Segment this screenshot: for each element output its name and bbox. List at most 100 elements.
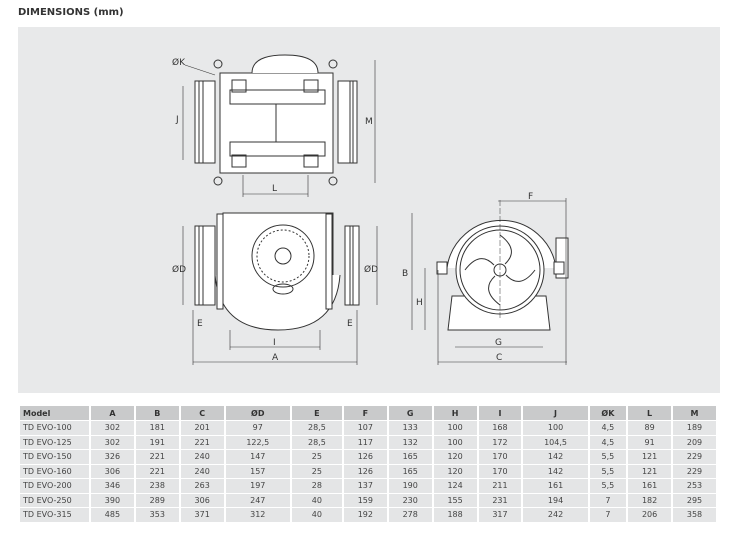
value-cell: 240 (180, 464, 224, 478)
value-cell: 353 (135, 508, 179, 522)
model-cell: TD EVO-150 (20, 450, 89, 464)
column-header: I (478, 406, 522, 420)
value-cell: 165 (388, 450, 432, 464)
value-cell: 182 (628, 493, 672, 507)
label-l: L (272, 184, 277, 194)
value-cell: 390 (91, 493, 134, 507)
column-header: C (180, 406, 224, 420)
label-e-left: E (197, 319, 203, 329)
value-cell: 120 (433, 464, 477, 478)
value-cell: 5,5 (589, 479, 627, 493)
value-cell: 104,5 (523, 435, 588, 449)
model-cell: TD EVO-125 (20, 435, 89, 449)
model-cell: TD EVO-160 (20, 464, 89, 478)
value-cell: 240 (180, 450, 224, 464)
value-cell: 5,5 (589, 450, 627, 464)
column-header: ØD (225, 406, 290, 420)
value-cell: 100 (433, 435, 477, 449)
value-cell: 7 (589, 508, 627, 522)
value-cell: 197 (225, 479, 290, 493)
value-cell: 4,5 (589, 421, 627, 435)
value-cell: 25 (291, 464, 342, 478)
value-cell: 194 (523, 493, 588, 507)
section-title: DIMENSIONS (mm) (18, 7, 124, 18)
value-cell: 7 (589, 493, 627, 507)
label-d-right: ØD (364, 264, 378, 275)
column-header: B (135, 406, 179, 420)
value-cell: 121 (628, 450, 672, 464)
value-cell: 172 (478, 435, 522, 449)
value-cell: 221 (180, 435, 224, 449)
value-cell: 124 (433, 479, 477, 493)
value-cell: 317 (478, 508, 522, 522)
label-f: F (528, 192, 533, 202)
column-header: Model (20, 406, 89, 420)
value-cell: 159 (343, 493, 387, 507)
model-cell: TD EVO-200 (20, 479, 89, 493)
value-cell: 133 (388, 421, 432, 435)
column-header: H (433, 406, 477, 420)
value-cell: 231 (478, 493, 522, 507)
value-cell: 181 (135, 421, 179, 435)
value-cell: 165 (388, 464, 432, 478)
value-cell: 371 (180, 508, 224, 522)
value-cell: 201 (180, 421, 224, 435)
value-cell: 100 (433, 421, 477, 435)
value-cell: 190 (388, 479, 432, 493)
label-g: G (495, 338, 502, 348)
value-cell: 122,5 (225, 435, 290, 449)
column-header: M (673, 406, 716, 420)
value-cell: 295 (673, 493, 716, 507)
value-cell: 247 (225, 493, 290, 507)
model-cell: TD EVO-250 (20, 493, 89, 507)
column-header: G (388, 406, 432, 420)
value-cell: 289 (135, 493, 179, 507)
value-cell: 263 (180, 479, 224, 493)
column-header: E (291, 406, 342, 420)
value-cell: 126 (343, 450, 387, 464)
value-cell: 137 (343, 479, 387, 493)
column-header: F (343, 406, 387, 420)
value-cell: 126 (343, 464, 387, 478)
value-cell: 326 (91, 450, 134, 464)
value-cell: 306 (180, 493, 224, 507)
column-header: J (523, 406, 588, 420)
value-cell: 28,5 (291, 421, 342, 435)
value-cell: 100 (523, 421, 588, 435)
value-cell: 209 (673, 435, 716, 449)
value-cell: 107 (343, 421, 387, 435)
value-cell: 189 (673, 421, 716, 435)
value-cell: 302 (91, 421, 134, 435)
front-view-drawing (182, 212, 378, 365)
value-cell: 306 (91, 464, 134, 478)
value-cell: 211 (478, 479, 522, 493)
model-cell: TD EVO-315 (20, 508, 89, 522)
value-cell: 278 (388, 508, 432, 522)
side-view-drawing (411, 198, 569, 365)
value-cell: 40 (291, 493, 342, 507)
model-cell: TD EVO-100 (20, 421, 89, 435)
label-h: H (416, 298, 423, 308)
value-cell: 346 (91, 479, 134, 493)
value-cell: 229 (673, 450, 716, 464)
label-a: A (272, 353, 279, 363)
value-cell: 121 (628, 464, 672, 478)
value-cell: 170 (478, 450, 522, 464)
value-cell: 117 (343, 435, 387, 449)
value-cell: 155 (433, 493, 477, 507)
label-c: C (496, 353, 502, 363)
label-e-right: E (347, 319, 353, 329)
label-d-left: ØD (172, 264, 186, 275)
value-cell: 170 (478, 464, 522, 478)
value-cell: 4,5 (589, 435, 627, 449)
label-k: ØK (172, 57, 186, 68)
value-cell: 168 (478, 421, 522, 435)
value-cell: 5,5 (589, 464, 627, 478)
value-cell: 192 (343, 508, 387, 522)
